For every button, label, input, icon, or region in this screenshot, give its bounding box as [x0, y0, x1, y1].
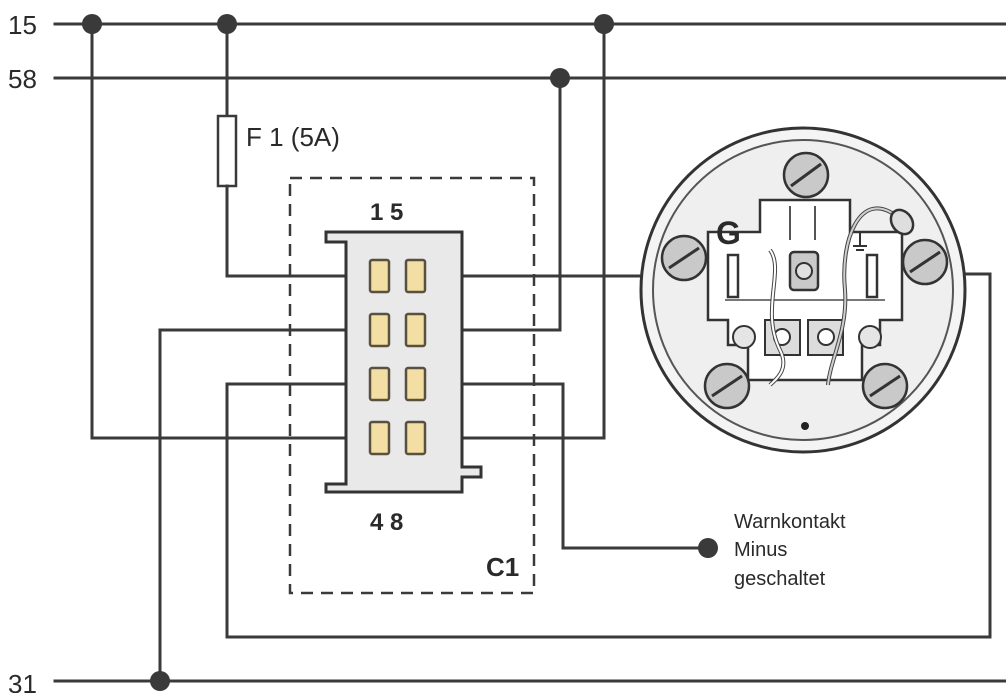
wire-31-to-pin2 — [158, 328, 372, 683]
warn-terminal-dot — [698, 538, 718, 558]
pin-6 — [404, 312, 427, 348]
pin-2 — [368, 312, 391, 348]
gauge-center-screw — [795, 262, 813, 280]
wire-fuse-to-pin1 — [225, 184, 372, 278]
pin-8 — [404, 420, 427, 456]
gauge-screw-bottom-right — [861, 362, 909, 410]
screw-slot — [668, 246, 700, 270]
wire-pin6-to-58 — [424, 76, 562, 332]
wire-pin7-to-warn — [424, 382, 710, 550]
fuse-symbol — [216, 114, 238, 188]
gauge-terminal-left — [726, 253, 740, 299]
pin-5 — [404, 258, 427, 294]
connector-name: C1 — [486, 552, 519, 582]
screw-slot — [909, 250, 941, 274]
junction-dot — [594, 14, 614, 34]
gauge-adjust-screw — [858, 325, 882, 349]
rail-58-label: 58 — [8, 64, 37, 94]
gauge-screw-right — [901, 238, 949, 286]
rail-31-label: 31 — [8, 669, 37, 693]
pin-1 — [368, 258, 391, 294]
warn-label-line2: Minus — [734, 539, 787, 561]
gauge-lamp-bulb — [889, 208, 915, 236]
junction-dot — [217, 14, 237, 34]
pin-7 — [404, 366, 427, 402]
gauge-screw-top — [782, 151, 830, 199]
connector-pins-top-label: 1 5 — [370, 199, 403, 226]
rail-15-label: 15 — [8, 10, 37, 40]
screw-slot — [869, 374, 901, 398]
warn-label-line3: geschaltet — [734, 568, 826, 590]
warn-label-line1: Warnkontakt — [734, 511, 846, 533]
pin-4 — [368, 420, 391, 456]
screw-slot — [711, 374, 743, 398]
wire-15-to-pin4 — [90, 22, 372, 440]
connector-pins-bottom-label: 4 8 — [370, 509, 403, 536]
gauge-bottom-dot — [801, 422, 809, 430]
connector-boundary — [288, 176, 536, 595]
pin-3 — [368, 366, 391, 402]
gauge-terminal-right — [865, 253, 879, 299]
fuse-label: F 1 (5A) — [246, 122, 340, 152]
gauge-g-label: G — [716, 215, 741, 251]
wire-pin3-loop — [225, 272, 992, 639]
gauge-screw-left — [660, 234, 708, 282]
gauge-adjust-screw — [732, 325, 756, 349]
gauge-screw-bottom-left — [703, 362, 751, 410]
gauge-internal-wire — [827, 207, 896, 386]
gauge-adjust-screw — [817, 328, 835, 346]
wire-pin8-to-15 — [424, 22, 606, 440]
connector-housing — [324, 230, 483, 494]
gauge-internal-wire — [769, 249, 785, 386]
junction-dot — [150, 671, 170, 691]
screw-slot — [790, 162, 822, 188]
junction-dot — [550, 68, 570, 88]
junction-dot — [82, 14, 102, 34]
